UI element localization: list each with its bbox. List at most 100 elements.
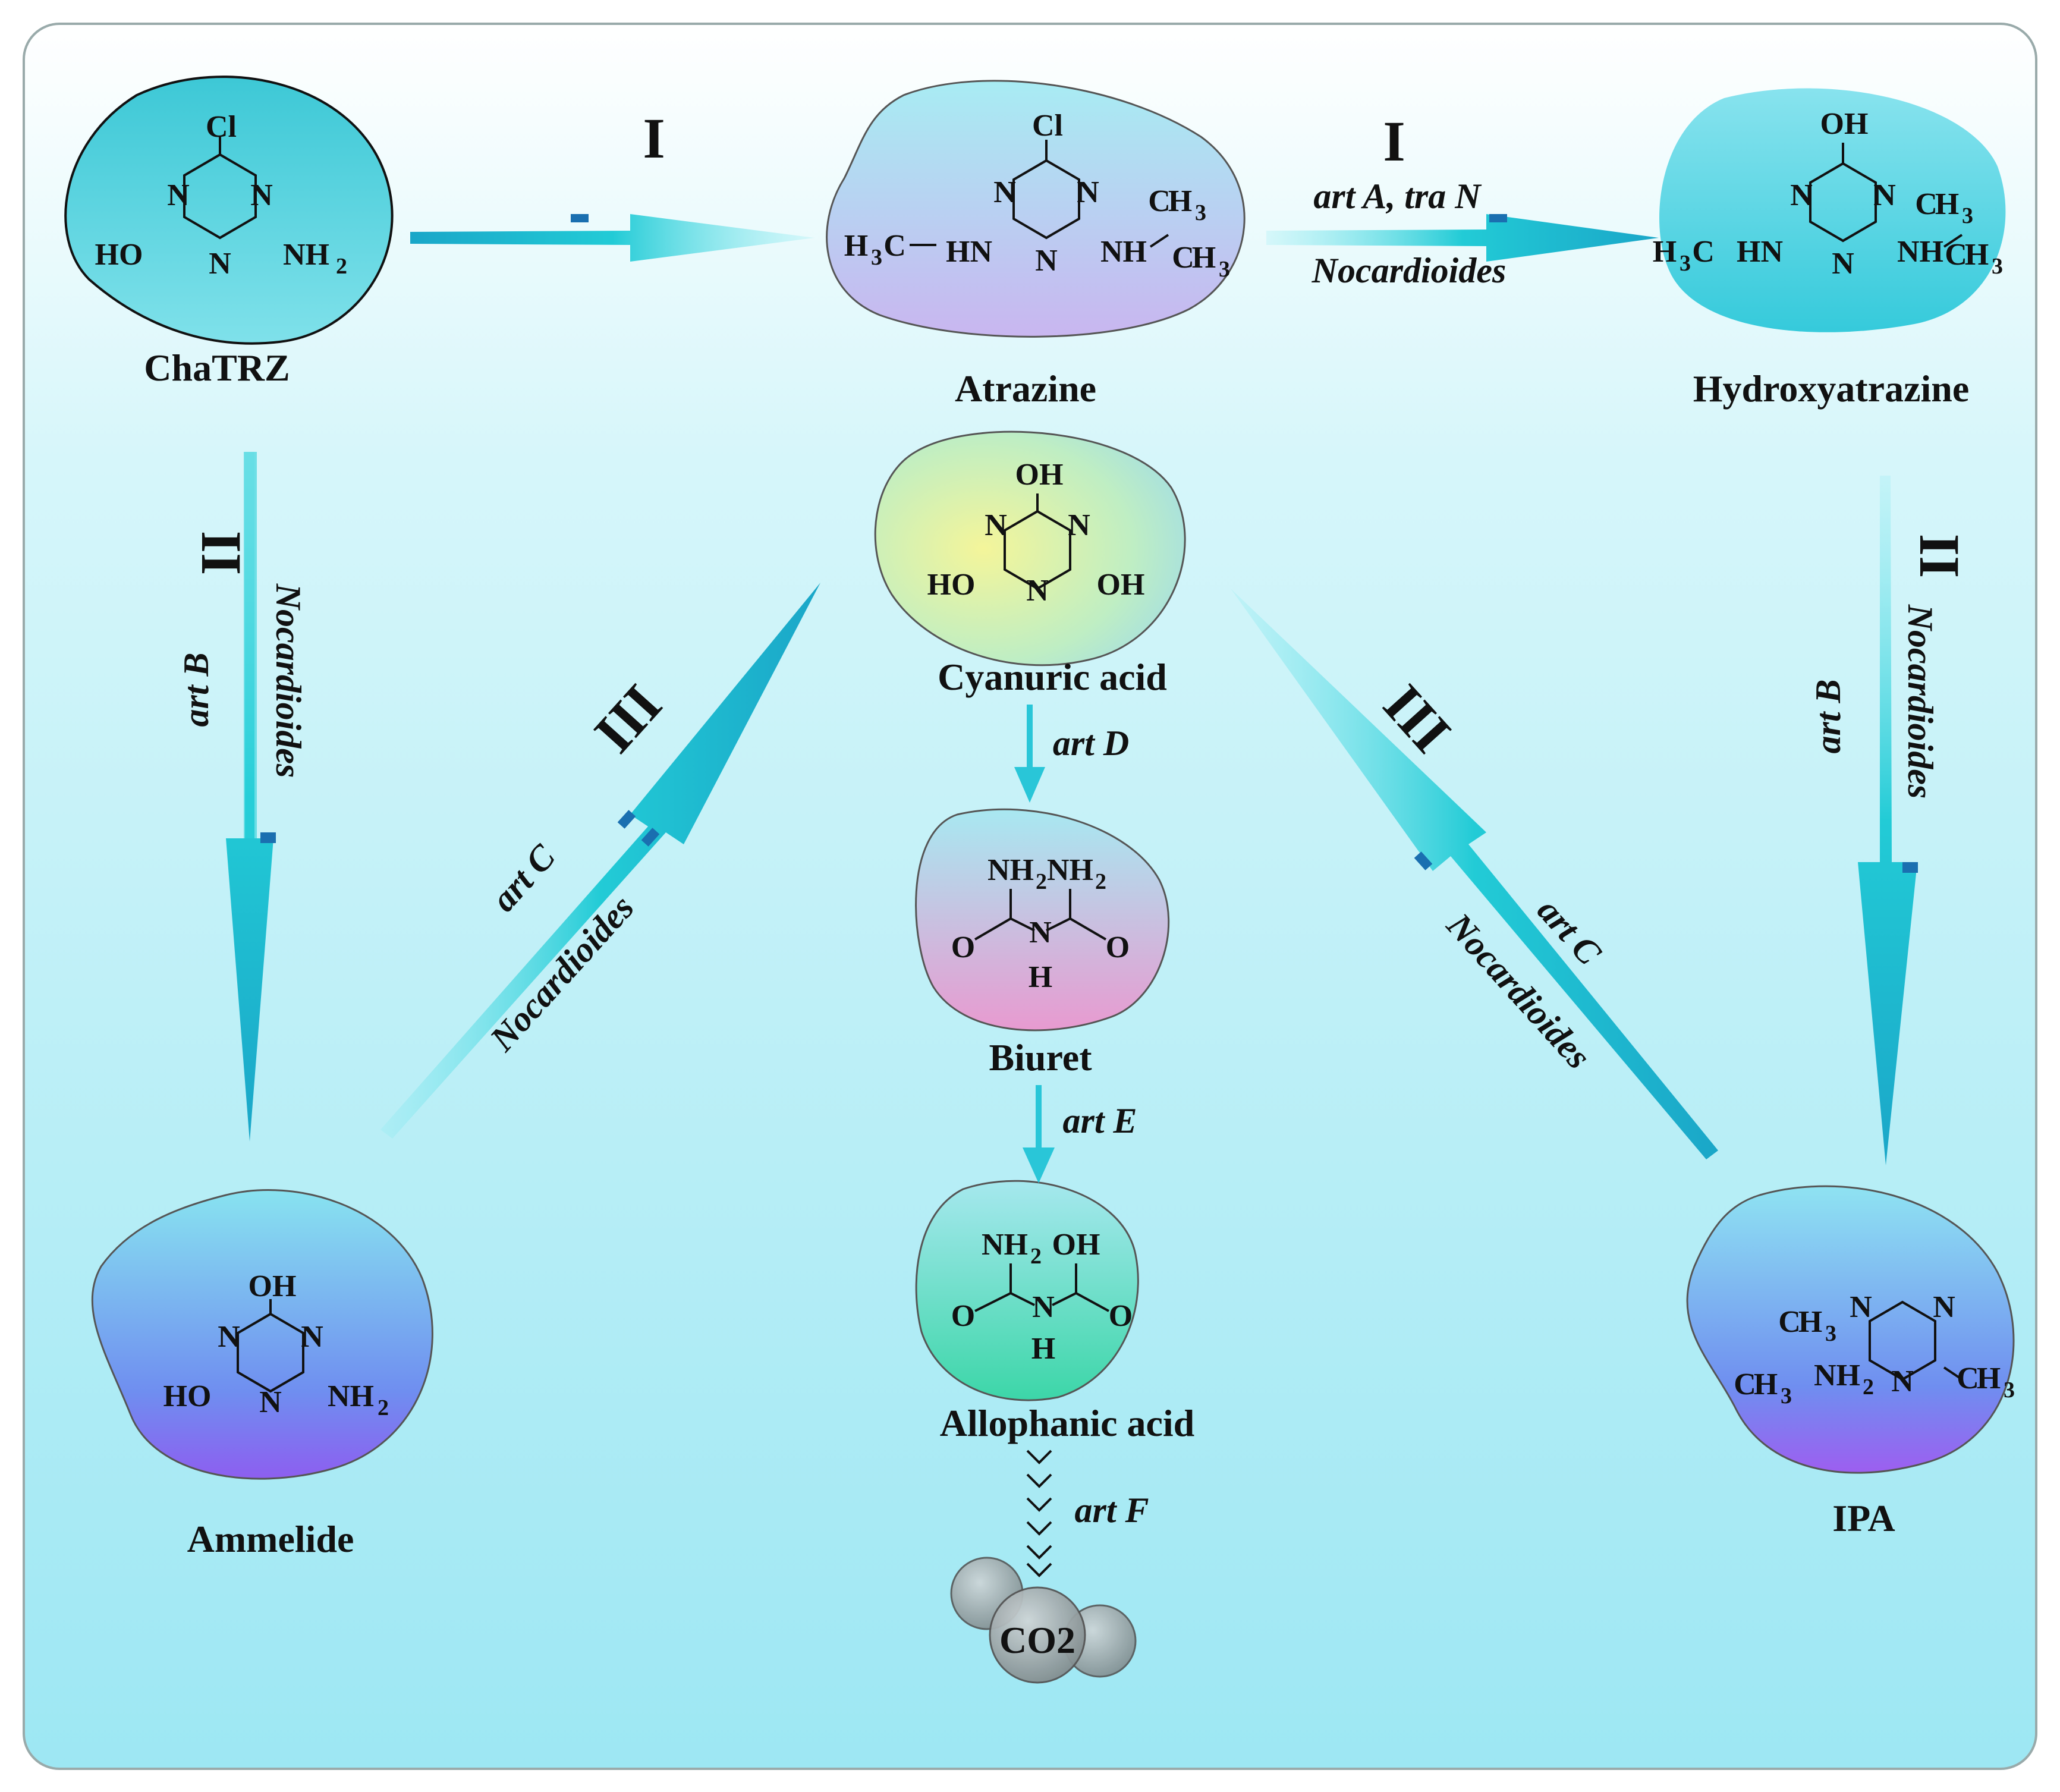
arrow-step-I-right xyxy=(1266,214,1659,262)
step-label-I-left: I xyxy=(643,106,665,170)
svg-text:N: N xyxy=(1032,1290,1055,1324)
svg-text:N: N xyxy=(1068,508,1090,542)
name-biuret: Biuret xyxy=(989,1036,1092,1079)
svg-text:C: C xyxy=(1915,187,1938,221)
svg-text:N: N xyxy=(1077,175,1099,209)
enzyme-artB-right: art B xyxy=(1809,679,1848,753)
svg-text:C: C xyxy=(1148,184,1171,218)
svg-text:H: H xyxy=(1029,960,1052,994)
svg-text:O: O xyxy=(951,930,975,964)
svg-text:H: H xyxy=(1192,241,1216,275)
ammelide-blob xyxy=(91,1189,433,1480)
svg-text:O: O xyxy=(951,1299,975,1333)
svg-text:N: N xyxy=(250,178,273,212)
svg-text:NH: NH xyxy=(1100,235,1147,269)
ammelide-structure: OH N N N HO NH 2 xyxy=(163,1269,389,1420)
cyanuric-structure: OH N N N HO OH xyxy=(927,458,1145,608)
step-label-I-right: I xyxy=(1383,109,1405,173)
svg-text:2: 2 xyxy=(1863,1375,1874,1400)
svg-text:H: H xyxy=(844,229,868,263)
enzyme-artF: art F xyxy=(1074,1491,1149,1530)
svg-text:HN: HN xyxy=(946,235,992,269)
svg-text:N: N xyxy=(1026,574,1049,608)
chatrz-structure: Cl N N N HO NH 2 xyxy=(95,110,347,281)
step-label-II-left: II xyxy=(190,531,253,576)
svg-text:N: N xyxy=(1933,1290,1955,1324)
svg-text:OH: OH xyxy=(1097,568,1145,602)
arrow-step-III-left xyxy=(380,583,820,1139)
organism-nocardioides-left: Nocardioides xyxy=(269,583,308,778)
svg-text:C: C xyxy=(883,229,906,263)
svg-text:2: 2 xyxy=(1030,1244,1042,1269)
svg-text:3: 3 xyxy=(1219,257,1230,282)
hydroxyatrazine-structure: OH N N N H 3 C HN NH C H 3 C H 3 xyxy=(1653,107,2003,281)
svg-text:N: N xyxy=(1035,244,1058,278)
name-hydroxyatrazine: Hydroxyatrazine xyxy=(1693,367,1970,410)
name-atrazine: Atrazine xyxy=(955,367,1096,410)
organism-nocardioides-right: Nocardioides xyxy=(1901,604,1940,799)
atrazine-structure: Cl N N N H 3 C HN NH C H 3 C H 3 xyxy=(844,109,1230,282)
atrazine-blob xyxy=(826,80,1246,338)
svg-text:N: N xyxy=(985,508,1007,542)
organism-nocardioides-top: Nocardioides xyxy=(1312,251,1507,290)
svg-text:H: H xyxy=(1754,1367,1778,1401)
svg-text:O: O xyxy=(1106,930,1130,964)
svg-text:3: 3 xyxy=(1825,1321,1836,1346)
svg-text:H: H xyxy=(1031,1332,1055,1366)
svg-text:N: N xyxy=(1850,1290,1872,1324)
ipa-blob xyxy=(1686,1185,2015,1474)
name-cyanuric: Cyanuric acid xyxy=(938,656,1167,698)
allophanic-blob xyxy=(915,1180,1139,1401)
svg-text:OH: OH xyxy=(1015,458,1064,492)
svg-text:HO: HO xyxy=(163,1379,212,1413)
svg-text:HO: HO xyxy=(95,238,143,272)
svg-text:N: N xyxy=(1832,247,1854,281)
svg-text:H: H xyxy=(1798,1305,1822,1339)
enzyme-artD: art D xyxy=(1053,724,1129,763)
svg-text:N: N xyxy=(1891,1365,1914,1398)
svg-text:C: C xyxy=(1692,235,1715,269)
svg-text:H: H xyxy=(1168,184,1192,218)
svg-text:N: N xyxy=(1873,178,1896,212)
svg-text:C: C xyxy=(1778,1305,1801,1339)
svg-text:N: N xyxy=(259,1385,282,1419)
svg-text:H: H xyxy=(1965,238,1989,272)
svg-text:H: H xyxy=(1977,1362,2001,1395)
svg-text:3: 3 xyxy=(1781,1384,1792,1409)
svg-text:H: H xyxy=(1653,235,1677,269)
svg-text:2: 2 xyxy=(378,1395,389,1420)
svg-text:Cl: Cl xyxy=(1032,109,1063,143)
svg-text:NH: NH xyxy=(1047,853,1093,887)
svg-text:3: 3 xyxy=(1680,251,1691,276)
enzyme-artE: art E xyxy=(1062,1101,1137,1140)
svg-text:N: N xyxy=(1029,916,1052,950)
arrow-step-II-right xyxy=(1858,476,1918,1165)
enzyme-artB-left: art B xyxy=(177,652,216,727)
svg-text:C: C xyxy=(1957,1362,1979,1395)
step-label-II-right: II xyxy=(1908,534,1971,579)
ipa-structure: N N N C H 3 NH 2 C H 3 C H 3 xyxy=(1734,1290,2015,1409)
svg-text:2: 2 xyxy=(1095,869,1106,894)
svg-text:C: C xyxy=(1945,238,1967,272)
svg-text:NH: NH xyxy=(987,853,1034,887)
svg-text:N: N xyxy=(218,1320,240,1354)
name-chatrz: ChaTRZ xyxy=(144,347,290,389)
svg-text:N: N xyxy=(209,247,231,281)
chatrz-blob xyxy=(64,76,394,345)
biuret-blob xyxy=(915,808,1170,1032)
arrow-step-II-left xyxy=(226,452,276,1142)
svg-text:OH: OH xyxy=(1052,1228,1100,1262)
svg-text:2: 2 xyxy=(336,254,347,279)
svg-text:NH: NH xyxy=(1897,235,1943,269)
svg-text:3: 3 xyxy=(871,245,882,270)
svg-text:O: O xyxy=(1109,1299,1133,1333)
svg-text:HO: HO xyxy=(927,568,976,602)
co2-label: CO2 xyxy=(999,1619,1075,1661)
name-ammelide: Ammelide xyxy=(187,1518,354,1560)
enzyme-artA-traN: art A, tra N xyxy=(1313,177,1482,216)
name-ipa: IPA xyxy=(1832,1497,1895,1539)
svg-text:H: H xyxy=(1935,187,1959,221)
arrow-step-III-right xyxy=(1231,589,1718,1159)
arrow-biuret-to-allophanic xyxy=(1023,1085,1055,1183)
svg-text:N: N xyxy=(993,175,1016,209)
